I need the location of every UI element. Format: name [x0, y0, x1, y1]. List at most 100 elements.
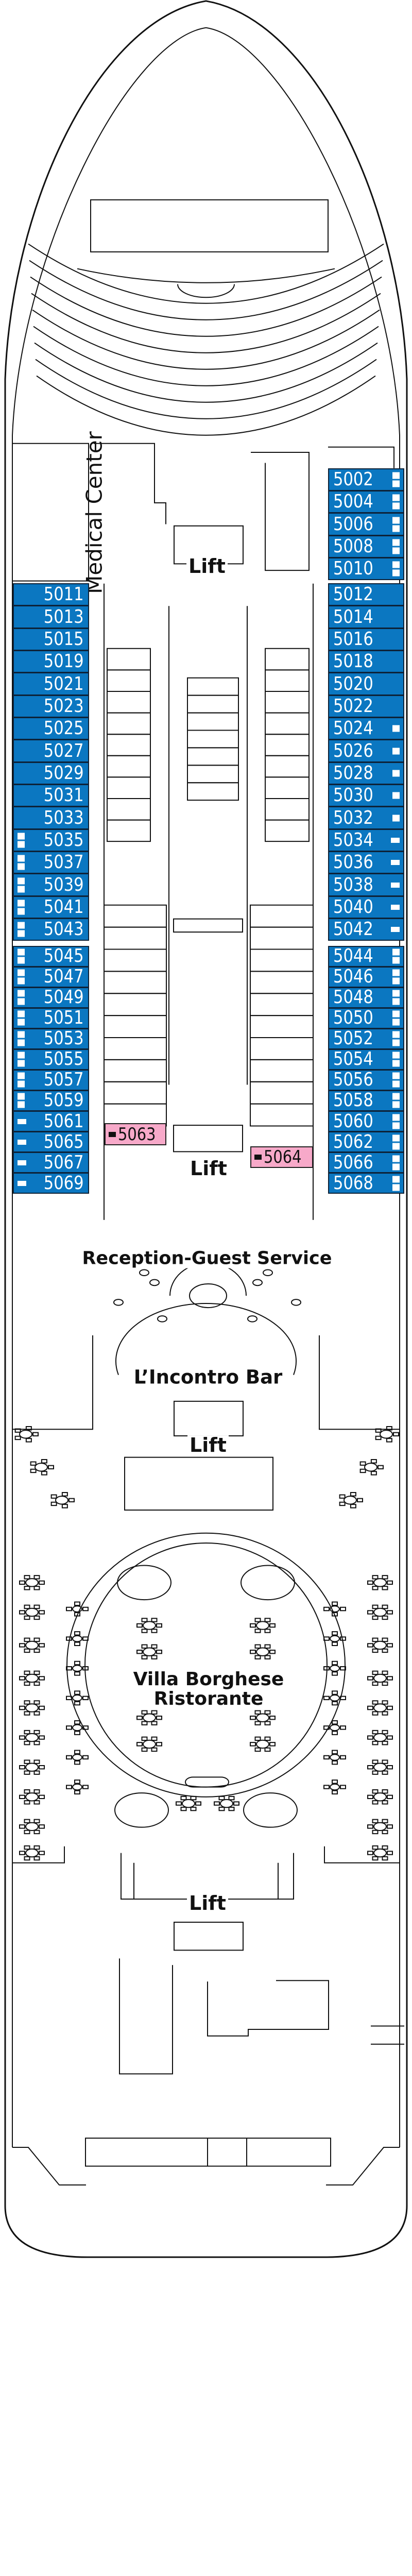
- cabin-5050[interactable]: 5050: [328, 1007, 404, 1029]
- cabin-5052[interactable]: 5052: [328, 1028, 404, 1049]
- cabin-5067[interactable]: 5067: [13, 1151, 89, 1174]
- cabin-number: 5068: [333, 1172, 373, 1194]
- cabin-number: 5041: [44, 896, 84, 918]
- chair-icon: [383, 1857, 388, 1860]
- cabin-5034[interactable]: 5034: [328, 828, 404, 852]
- cabin-5010[interactable]: 5010: [328, 557, 404, 581]
- restaurant-pillar: [241, 1566, 295, 1600]
- cabin-5026[interactable]: 5026: [328, 739, 404, 762]
- cabin-5027[interactable]: 5027: [13, 739, 89, 762]
- cabin-5043[interactable]: 5043: [13, 918, 89, 941]
- lift-label-midship[interactable]: Lift: [188, 1158, 229, 1179]
- cabin-number: 5002: [333, 468, 373, 490]
- cabin-5056[interactable]: 5056: [328, 1069, 404, 1091]
- cabin-5038[interactable]: 5038: [328, 873, 404, 896]
- cabin-5032[interactable]: 5032: [328, 806, 404, 829]
- cabin-number: 5067: [44, 1151, 84, 1173]
- cabin-5021[interactable]: 5021: [13, 672, 89, 696]
- cabin-5022[interactable]: 5022: [328, 694, 404, 718]
- cabin-5049[interactable]: 5049: [13, 987, 89, 1008]
- interior-room: [104, 1060, 166, 1082]
- cabin-5024[interactable]: 5024: [328, 717, 404, 740]
- cabin-5058[interactable]: 5058: [328, 1090, 404, 1112]
- cabin-5015[interactable]: 5015: [13, 628, 89, 651]
- cabin-5031[interactable]: 5031: [13, 784, 89, 807]
- chair-icon: [387, 1438, 392, 1442]
- cabin-5066[interactable]: 5066: [328, 1152, 404, 1174]
- restaurant-pillar: [117, 1566, 171, 1600]
- cabin-5039[interactable]: 5039: [13, 873, 89, 896]
- venue-villa-borghese-ristorante[interactable]: Villa Borghese Ristorante: [130, 1669, 287, 1710]
- cabin-5065[interactable]: 5065: [13, 1131, 89, 1153]
- cabin-5059[interactable]: 5059: [13, 1090, 89, 1112]
- chair-icon: [387, 1611, 392, 1614]
- cabin-5040[interactable]: 5040: [328, 895, 404, 919]
- cabin-5046[interactable]: 5046: [328, 966, 404, 988]
- lift-label-aft[interactable]: Lift: [187, 1893, 228, 1914]
- cabin-5060[interactable]: 5060: [328, 1111, 404, 1132]
- chair-icon: [387, 1706, 392, 1709]
- cabin-5053[interactable]: 5053: [13, 1028, 89, 1049]
- cabin-5033[interactable]: 5033: [13, 806, 89, 829]
- venue-medical-center[interactable]: Medical Center: [81, 431, 107, 594]
- cabin-5035[interactable]: 5035: [13, 828, 89, 852]
- interior-room: [265, 820, 309, 842]
- cabin-5014[interactable]: 5014: [328, 605, 404, 629]
- venue-lincontro-bar[interactable]: L’Incontro Bar: [130, 1367, 286, 1388]
- cabin-5002[interactable]: 5002: [328, 468, 404, 492]
- cabin-5030[interactable]: 5030: [328, 784, 404, 807]
- berth-marker-icon: [18, 990, 25, 1005]
- cabin-5016[interactable]: 5016: [328, 628, 404, 651]
- lift-label-bar[interactable]: Lift: [187, 1435, 229, 1456]
- cabin-5019[interactable]: 5019: [13, 650, 89, 673]
- cabin-5012[interactable]: 5012: [328, 583, 404, 606]
- cabin-5020[interactable]: 5020: [328, 672, 404, 696]
- accessible-cabin-5063[interactable]: 5063: [105, 1123, 166, 1145]
- cabin-5013[interactable]: 5013: [13, 605, 89, 629]
- cabin-5044[interactable]: 5044: [328, 945, 404, 967]
- cabin-5047[interactable]: 5047: [13, 966, 89, 988]
- cabin-5062[interactable]: 5062: [328, 1131, 404, 1153]
- chair-icon: [176, 1802, 181, 1805]
- chair-icon: [270, 1742, 275, 1745]
- venue-reception-guest-service[interactable]: Reception-Guest Service: [79, 1249, 335, 1268]
- chair-icon: [340, 1756, 346, 1759]
- cabin-5061[interactable]: 5061: [13, 1111, 89, 1132]
- cabin-5008[interactable]: 5008: [328, 535, 404, 558]
- berth-marker-icon: [392, 969, 400, 985]
- cabin-5042[interactable]: 5042: [328, 918, 404, 941]
- accessible-cabin-5064[interactable]: 5064: [250, 1146, 313, 1168]
- chair-icon: [373, 1857, 378, 1860]
- cabin-5057[interactable]: 5057: [13, 1069, 89, 1091]
- cabin-5048[interactable]: 5048: [328, 987, 404, 1008]
- cabin-5037[interactable]: 5037: [13, 851, 89, 874]
- chair-icon: [25, 1741, 30, 1744]
- cabin-5025[interactable]: 5025: [13, 717, 89, 740]
- interior-room: [107, 756, 150, 777]
- cabin-5004[interactable]: 5004: [328, 490, 404, 514]
- cabin-5068[interactable]: 5068: [328, 1173, 404, 1194]
- chair-icon: [368, 1736, 373, 1739]
- interior-room: [250, 1104, 313, 1126]
- cabin-5069[interactable]: 5069: [13, 1173, 89, 1194]
- cabin-5041[interactable]: 5041: [13, 895, 89, 919]
- cabin-5045[interactable]: 5045: [13, 945, 89, 967]
- table-icon: [35, 1463, 47, 1471]
- cabin-5029[interactable]: 5029: [13, 761, 89, 785]
- chair-icon: [265, 1722, 270, 1725]
- restaurant-inner: [85, 1543, 327, 1787]
- chair-icon: [368, 1676, 373, 1680]
- cabin-5006[interactable]: 5006: [328, 513, 404, 536]
- cabin-5036[interactable]: 5036: [328, 851, 404, 874]
- cabin-5018[interactable]: 5018: [328, 650, 404, 673]
- cabin-5054[interactable]: 5054: [328, 1048, 404, 1070]
- cabin-5011[interactable]: 5011: [13, 583, 89, 606]
- chair-icon: [152, 1629, 157, 1632]
- cabin-5055[interactable]: 5055: [13, 1048, 89, 1070]
- cabin-5051[interactable]: 5051: [13, 1007, 89, 1029]
- chair-icon: [35, 1605, 40, 1608]
- cabin-5028[interactable]: 5028: [328, 761, 404, 785]
- cabin-5023[interactable]: 5023: [13, 694, 89, 718]
- lift-label-forward[interactable]: Lift: [186, 556, 228, 577]
- table-icon: [256, 1621, 269, 1629]
